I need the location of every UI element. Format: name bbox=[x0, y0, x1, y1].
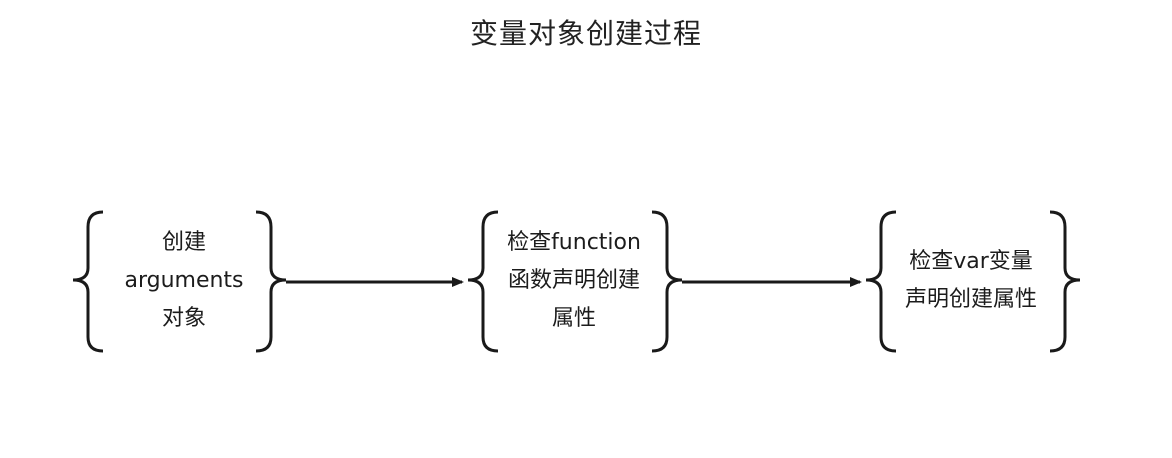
node-check-function: 检查function 函数声明创建 属性 bbox=[490, 222, 658, 340]
node-create-arguments: 创建 arguments 对象 bbox=[100, 222, 268, 340]
node-check-function-line-2: 函数声明创建 bbox=[507, 268, 640, 293]
node-1-left-brace bbox=[72, 210, 104, 353]
node-check-var: 检查var变量 声明创建属性 bbox=[887, 241, 1055, 321]
node-3-right-brace bbox=[1049, 210, 1081, 353]
diagram-title: 变量对象创建过程 bbox=[469, 17, 702, 50]
node-2-left-brace bbox=[467, 210, 499, 353]
node-check-function-line-1: 检查function bbox=[507, 230, 641, 255]
node-1-right-brace bbox=[255, 210, 287, 353]
node-check-var-line-2: 声明创建属性 bbox=[904, 287, 1037, 312]
node-create-arguments-line-1: 创建 bbox=[161, 230, 206, 255]
node-check-function-line-3: 属性 bbox=[551, 306, 596, 331]
node-create-arguments-line-2: arguments bbox=[124, 268, 244, 293]
node-3-left-brace bbox=[865, 210, 897, 353]
node-create-arguments-line-3: 对象 bbox=[161, 306, 206, 331]
node-2-right-brace bbox=[651, 210, 683, 353]
node-check-var-line-1: 检查var变量 bbox=[909, 249, 1033, 274]
